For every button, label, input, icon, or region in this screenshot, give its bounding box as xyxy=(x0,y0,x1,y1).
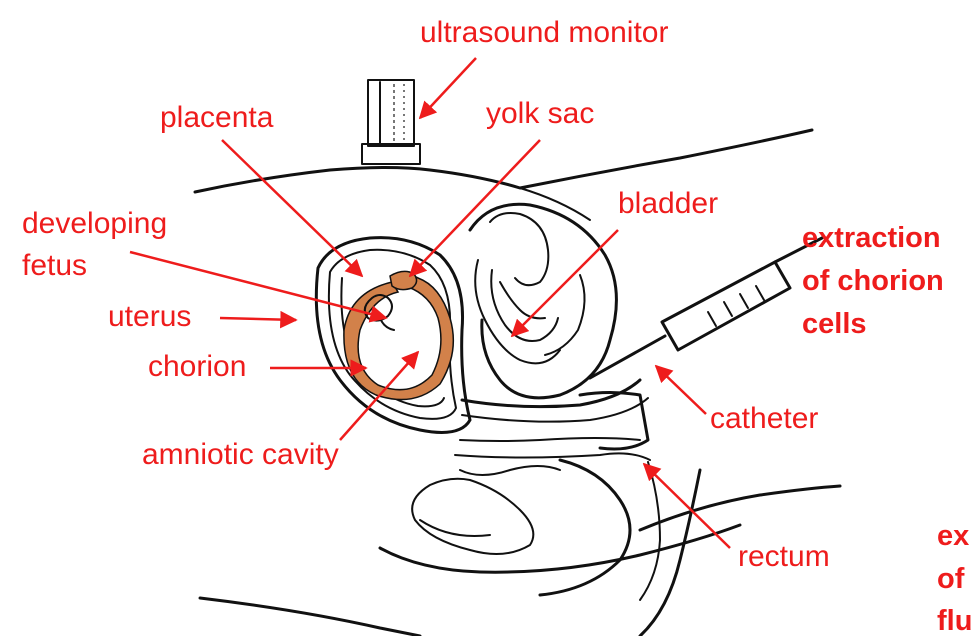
label-amniotic-cavity: amniotic cavity xyxy=(142,438,339,472)
label-developing: developing xyxy=(22,207,167,241)
rectum-outline xyxy=(540,460,630,595)
label-catheter: catheter xyxy=(710,402,818,436)
caption-line: extraction xyxy=(802,217,941,260)
label-fetus: fetus xyxy=(22,249,87,283)
caption-line: cells xyxy=(802,303,867,346)
label-placenta: placenta xyxy=(160,101,273,135)
yolk-sac-pointer xyxy=(410,140,540,276)
label-rectum: rectum xyxy=(738,540,830,574)
label-ultrasound-monitor: ultrasound monitor xyxy=(420,16,668,50)
placenta-pointer xyxy=(222,140,362,276)
bladder-pointer xyxy=(512,230,618,336)
uterus-pointer xyxy=(220,318,296,320)
label-bladder: bladder xyxy=(618,187,718,221)
caption-line: of xyxy=(937,558,964,601)
label-chorion: chorion xyxy=(148,350,246,384)
caption-line: flu xyxy=(937,600,972,643)
ultrasound-pointer xyxy=(420,58,476,118)
label-uterus: uterus xyxy=(108,300,191,334)
catheter-syringe xyxy=(590,238,822,378)
caption-line: ex xyxy=(937,515,969,558)
label-yolk-sac: yolk sac xyxy=(486,97,594,131)
ultrasound-probe xyxy=(362,80,420,164)
abdomen-outline xyxy=(195,130,812,192)
caption-line: of chorion xyxy=(802,260,944,303)
catheter-pointer xyxy=(656,366,706,414)
chorion xyxy=(344,276,453,399)
